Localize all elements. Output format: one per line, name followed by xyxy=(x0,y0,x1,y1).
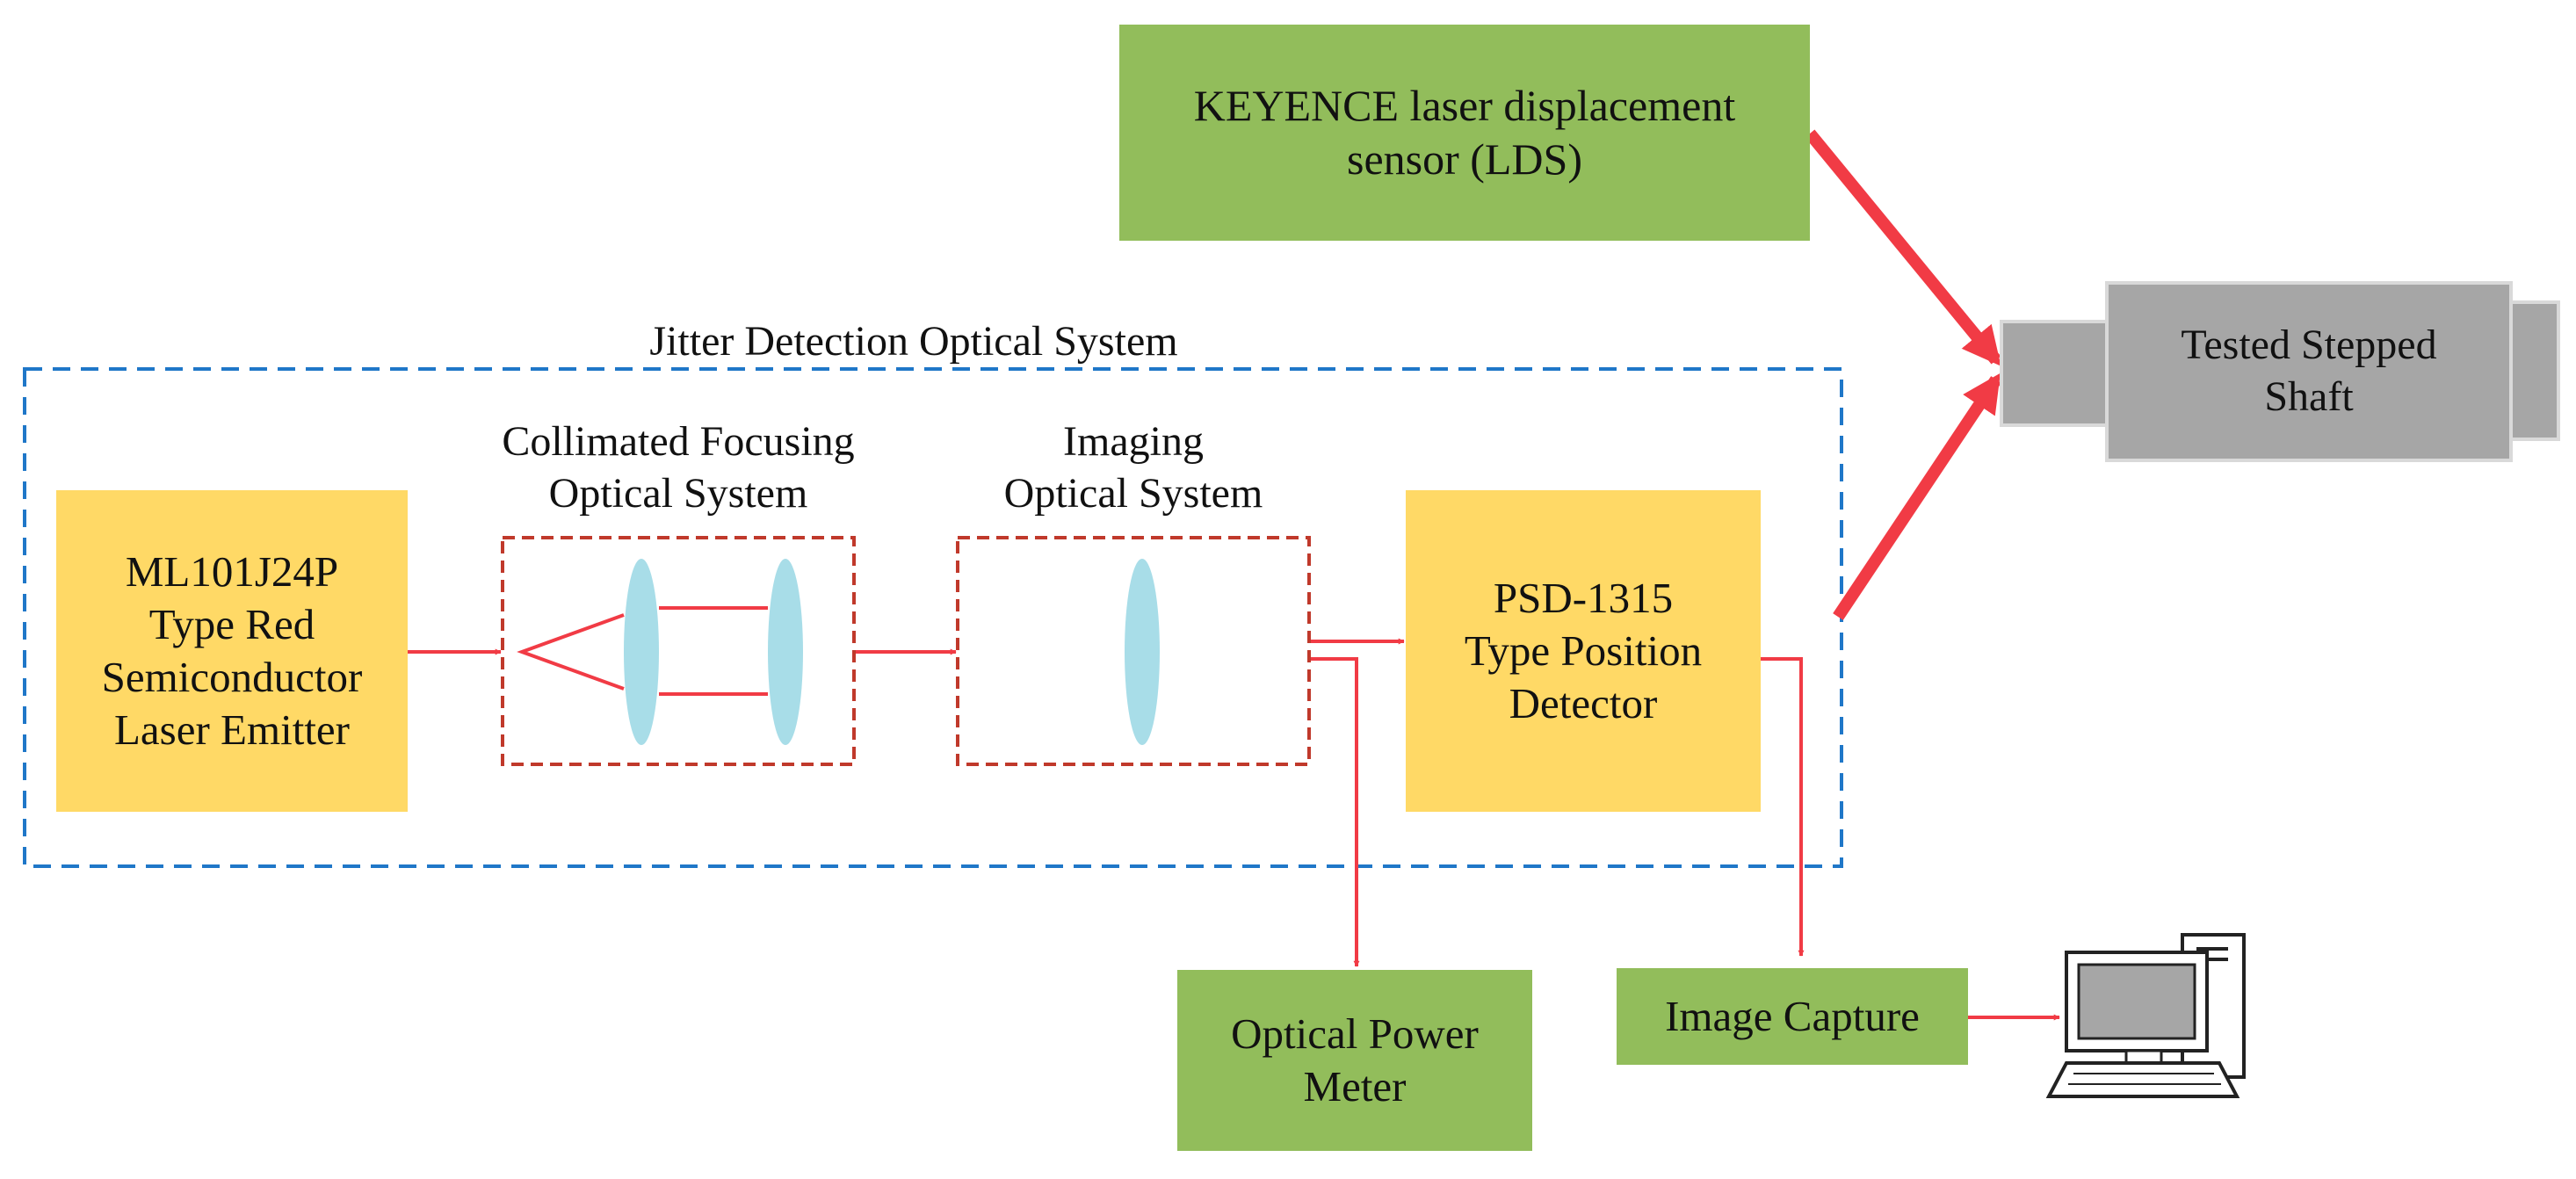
laser-emitter-block: ML101J24P Type Red Semiconductor Laser E… xyxy=(56,490,408,812)
tested-shaft-block: Tested Stepped Shaft xyxy=(2105,281,2513,462)
collimating-lens-2 xyxy=(768,559,803,745)
jitter-system-title: Jitter Detection Optical System xyxy=(649,318,1178,365)
imaging-to-power-meter-arrow xyxy=(1311,657,1360,967)
psd-detector-block: PSD-1315 Type Position Detector xyxy=(1406,490,1761,812)
psd-to-image-capture-arrow xyxy=(1761,657,1805,957)
lds-line-2: sensor (LDS) xyxy=(1346,134,1583,184)
lds-line-1: KEYENCE laser displacement xyxy=(1193,81,1736,130)
imaging-system-box xyxy=(956,536,1311,766)
collimating-lens-1 xyxy=(624,559,659,745)
emitter-line-3: Semiconductor xyxy=(101,653,363,701)
collimated-system-label: Collimated Focusing Optical System xyxy=(459,416,898,519)
desktop-computer-icon xyxy=(2045,933,2246,1098)
image-capture-line-1: Image Capture xyxy=(1665,992,1920,1041)
psd-line-3: Detector xyxy=(1509,678,1658,727)
collimated-system-box xyxy=(501,536,856,766)
collimated-label-line-1: Collimated Focusing xyxy=(502,418,855,465)
power-meter-line-2: Meter xyxy=(1303,1062,1407,1110)
imaging-label-line-2: Optical System xyxy=(1003,469,1263,517)
imaging-system-label: Imaging Optical System xyxy=(914,416,1353,519)
emitter-line-1: ML101J24P xyxy=(125,547,339,597)
power-meter-line-1: Optical Power xyxy=(1231,1009,1479,1059)
emitter-line-4: Laser Emitter xyxy=(113,705,351,754)
optical-power-meter-block: Optical Power Meter xyxy=(1177,970,1532,1151)
shaft-line-1: Tested Stepped xyxy=(2181,322,2437,369)
shaft-input-arrows xyxy=(1805,129,2001,620)
beam-rays xyxy=(517,606,768,696)
psd-to-shaft-arrow xyxy=(1833,373,2001,620)
imaging-lens xyxy=(1125,559,1160,745)
collimated-label-line-2: Optical System xyxy=(548,469,808,517)
psd-line-1: PSD-1315 xyxy=(1493,574,1674,623)
shaft-line-2: Shaft xyxy=(2264,373,2354,420)
lds-to-shaft-arrow xyxy=(1805,129,2001,366)
imaging-label-line-1: Imaging xyxy=(1063,418,1204,465)
shaft-right-step xyxy=(2507,300,2560,441)
psd-line-2: Type Position xyxy=(1464,626,1703,676)
emitter-line-2: Type Red xyxy=(148,600,315,649)
connectors xyxy=(408,638,2060,1021)
shaft-left-step xyxy=(2000,320,2110,427)
lds-sensor-block: KEYENCE laser displacement sensor (LDS) xyxy=(1119,25,1810,241)
image-capture-block: Image Capture xyxy=(1617,968,1968,1065)
